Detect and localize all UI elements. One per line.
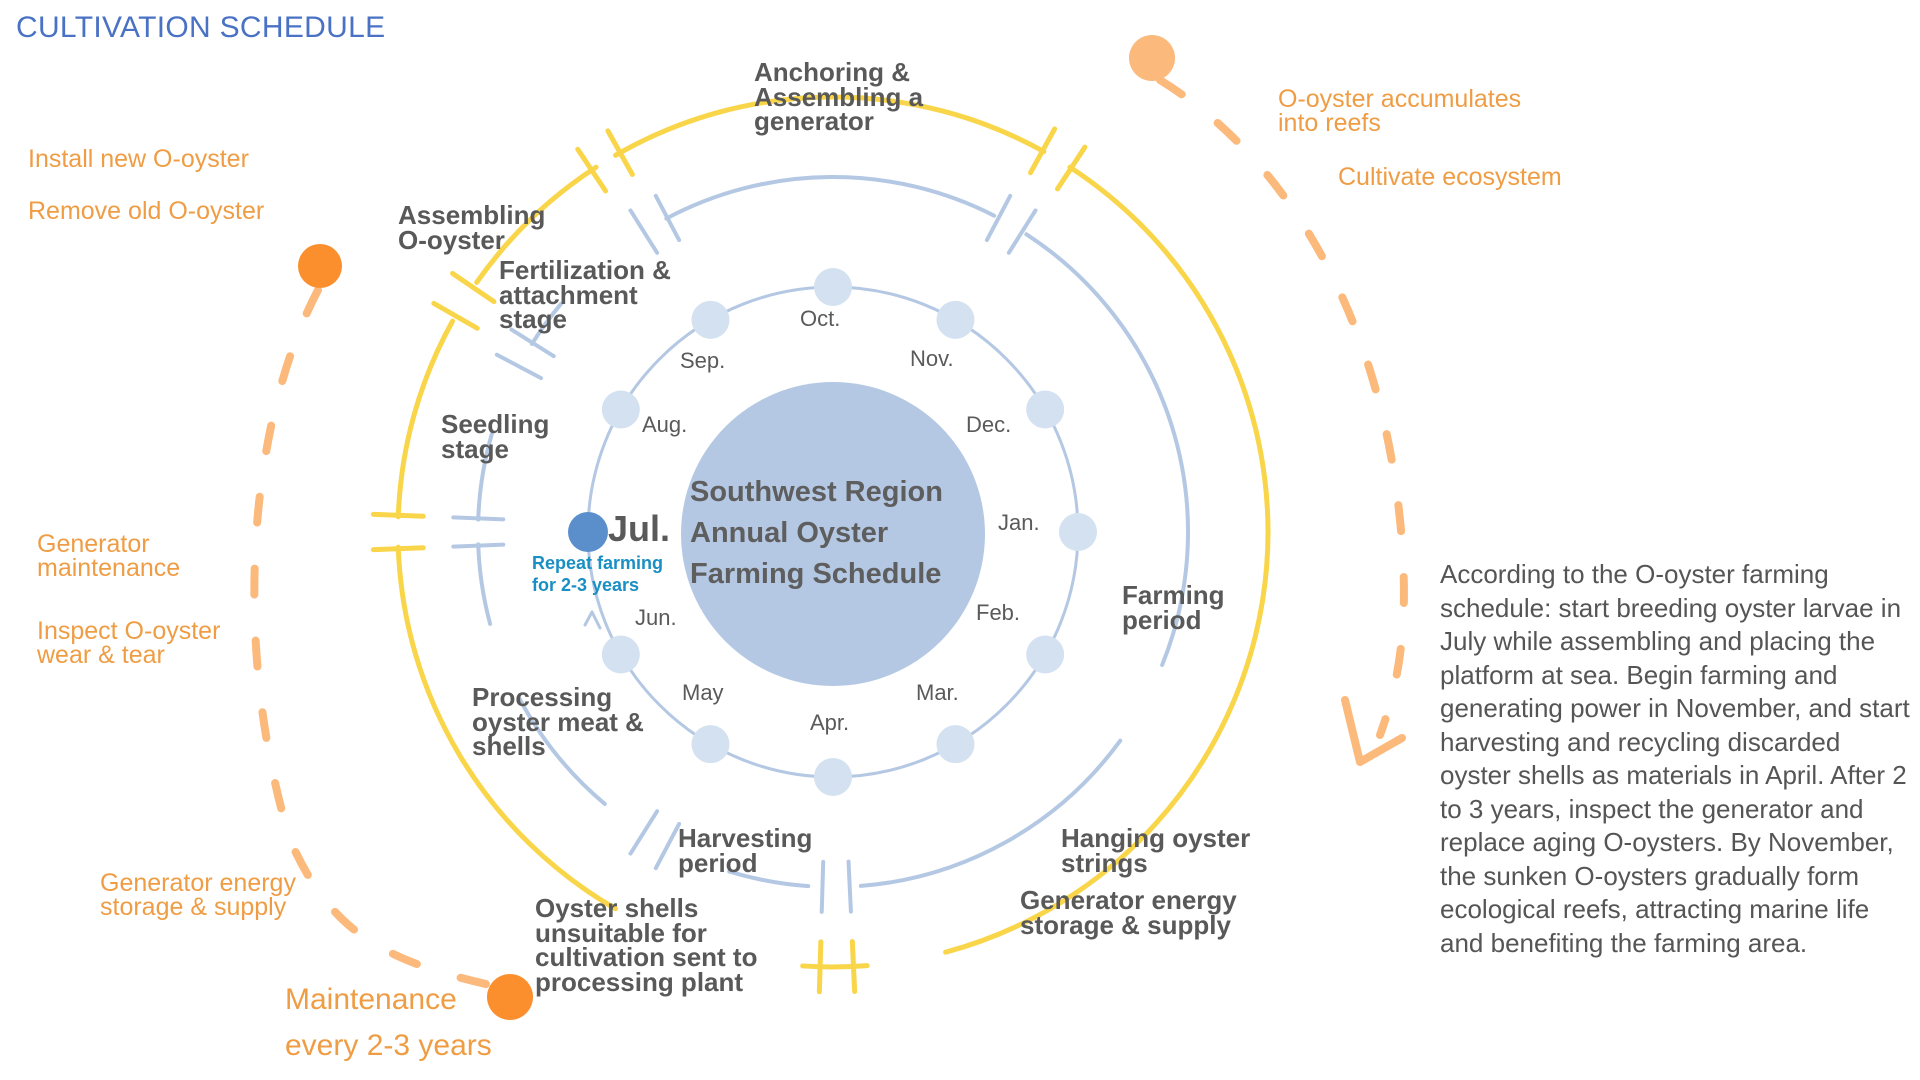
harvesting-period-label: Harvesting period xyxy=(678,823,813,878)
middle-ring-break-6-tick-b xyxy=(509,327,556,359)
month-label-dec: Dec. xyxy=(966,412,1012,437)
maintenance-period-label: every 2-3 years xyxy=(285,1029,492,1062)
month-label-oct: Oct. xyxy=(800,306,841,331)
month-dot-jun xyxy=(601,635,640,674)
cultivate-ecosystem-label: Cultivate ecosystem xyxy=(1338,163,1562,191)
outer-ring-break-5-tick-b xyxy=(450,270,497,305)
outer-ring-break-3-tick-b xyxy=(370,511,426,519)
middle-ring-break-3-tick-a xyxy=(451,542,506,549)
month-dot-may xyxy=(691,725,730,764)
outer-ring-break-2-tick-b xyxy=(1055,144,1088,192)
middle-ring-break-4-tick-b xyxy=(819,859,826,914)
left-generator-storage-label: Generator energy storage & supply xyxy=(100,869,296,921)
outer-ring-arc-upper-left xyxy=(474,164,599,285)
middle-ring-arc-right-upper xyxy=(1024,232,1190,667)
seedling-stage-label: Seedling stage xyxy=(441,409,550,464)
outer-ring-arc-left-lower xyxy=(395,544,618,912)
anchoring-label: Anchoring & Assembling a generator xyxy=(754,57,924,137)
outer-ring-break-1-tick-a xyxy=(575,146,609,194)
month-label-feb: Feb. xyxy=(976,600,1021,625)
outer-ring-arc-right xyxy=(943,164,1271,955)
reef-start-dot xyxy=(1129,35,1175,81)
outer-ring-break-3-tick-a xyxy=(370,545,426,553)
assembling-o-oyster-label: Assembling O-oyster xyxy=(398,200,546,255)
outer-ring-break-2-tick-a xyxy=(1028,126,1058,176)
middle-ring-break-6-tick-a xyxy=(494,352,544,381)
month-label-jan: Jan. xyxy=(998,510,1040,535)
install-new-o-oyster-label: Install new O-oyster xyxy=(28,145,249,173)
outer-ring-break-4-tick-b xyxy=(816,939,824,995)
middle-ring-arc-bottom xyxy=(727,869,811,889)
inspect-o-oyster-label: Inspect O-oyster wear & tear xyxy=(37,617,221,669)
month-dot-aug xyxy=(601,390,640,429)
fertilization-stage-label: Fertilization & attachment stage xyxy=(499,255,671,335)
month-dot-jul xyxy=(568,512,608,552)
month-dot-nov xyxy=(936,300,975,339)
outer-ring-break-4-tick-a xyxy=(849,939,858,994)
middle-ring-break-4-tick-a xyxy=(846,859,853,914)
right-dashed-cycle-arc xyxy=(1156,76,1408,739)
month-dot-jan xyxy=(1059,513,1097,551)
center-disc xyxy=(681,382,985,686)
description-paragraph: According to the O-oyster farming schedu… xyxy=(1440,559,1910,958)
generator-storage-label: Generator energy storage & supply xyxy=(1020,885,1237,940)
generator-maintenance-label: Generator maintenance xyxy=(37,530,181,582)
middle-ring-break-1-tick-a xyxy=(628,208,660,255)
month-label-sep: Sep. xyxy=(680,348,726,373)
month-label-may: May xyxy=(682,680,724,705)
maintenance-label: Maintenance xyxy=(285,983,457,1016)
month-dot-apr xyxy=(814,758,852,796)
center-title-line2: Annual Oyster xyxy=(690,517,889,549)
middle-ring-arc-left-lower xyxy=(517,696,607,806)
remove-old-o-oyster-label: Remove old O-oyster xyxy=(28,197,265,225)
page-title: CULTIVATION SCHEDULE xyxy=(16,11,386,44)
middle-ring-arc-left-upper xyxy=(476,432,494,522)
right-arc-arrowhead-icon xyxy=(1341,696,1406,766)
repeat-farming-note: Repeat farming for 2-3 years xyxy=(532,553,664,595)
outer-ring-break-5-tick-a xyxy=(431,300,480,331)
month-dot-sep xyxy=(691,300,730,339)
middle-ring-arc-top xyxy=(664,175,997,221)
middle-ring-break-5-tick-b xyxy=(628,809,660,856)
reefs-label: O-oyster accumulates into reefs xyxy=(1278,85,1522,137)
middle-ring-arc-right-lower xyxy=(858,738,1123,888)
outer-ring-break-1-tick-b xyxy=(605,128,635,177)
maintenance-start-dot xyxy=(298,244,342,288)
month-label-aug: Aug. xyxy=(642,412,688,437)
month-label-mar: Mar. xyxy=(916,680,959,705)
middle-ring-break-1-tick-b xyxy=(653,193,682,243)
farming-period-label: Farming period xyxy=(1122,580,1225,635)
center-title-line1: Southwest Region xyxy=(690,476,943,508)
outer-ring-arc-top xyxy=(613,94,1047,158)
center-title-line3: Farming Schedule xyxy=(690,558,942,590)
oyster-shells-label: Oyster shells unsuitable for cultivation… xyxy=(535,893,758,998)
repeat-arrow-icon xyxy=(583,610,602,630)
month-dot-dec xyxy=(1026,390,1065,429)
maintenance-end-dot xyxy=(487,974,533,1020)
middle-ring-break-5-tick-a xyxy=(653,821,682,871)
processing-label: Processing oyster meat & shells xyxy=(472,682,644,762)
month-label-nov: Nov. xyxy=(910,346,954,371)
middle-ring-break-2-tick-b xyxy=(1006,208,1038,255)
center-title: Southwest Region Annual Oyster Farming S… xyxy=(690,472,990,595)
hanging-oyster-strings-label: Hanging oyster strings xyxy=(1061,823,1251,878)
month-dot-mar xyxy=(936,725,975,764)
middle-ring-break-2-tick-a xyxy=(984,193,1013,243)
middle-ring-arc-left xyxy=(476,542,493,626)
middle-ring-break-3-tick-b xyxy=(451,515,506,522)
month-label-jul-highlight: Jul. xyxy=(608,508,671,549)
month-label-apr: Apr. xyxy=(810,710,850,735)
outer-ring-arc-bottom xyxy=(800,963,870,970)
outer-ring-arc-left-upper xyxy=(395,318,456,520)
month-dot-oct xyxy=(814,268,852,306)
month-label-jun: Jun. xyxy=(635,605,677,630)
month-dot-feb xyxy=(1026,635,1065,674)
